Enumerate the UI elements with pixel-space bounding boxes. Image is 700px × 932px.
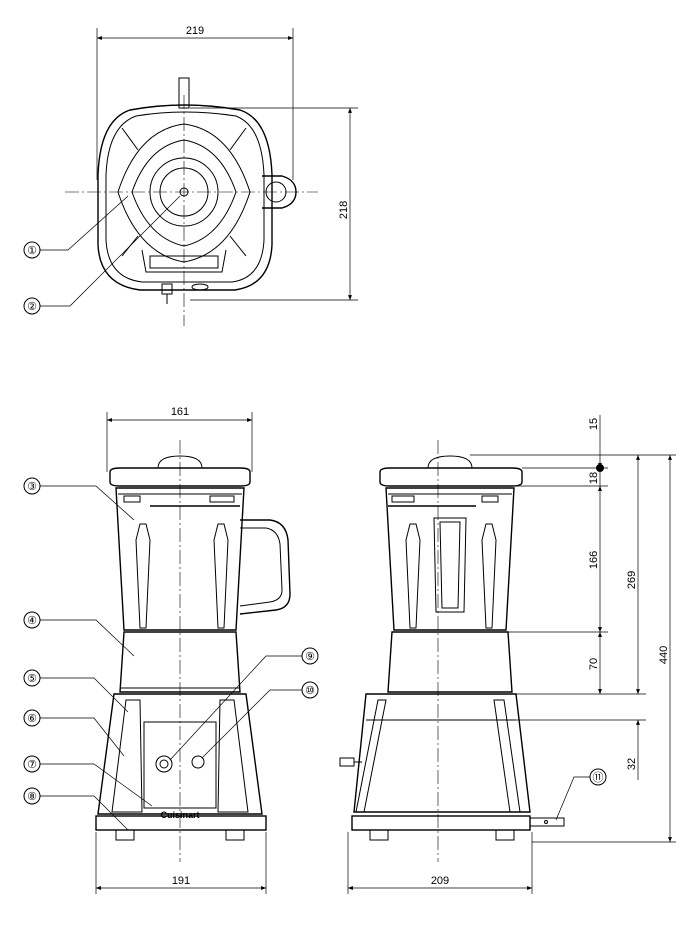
- callout-4: ④: [27, 615, 37, 627]
- brand-label: Cuisinart: [160, 810, 199, 820]
- callout-11: ⑪: [593, 771, 604, 784]
- lid-outline: [117, 123, 251, 263]
- leader-line-8: [40, 795, 129, 831]
- handle-back: [433, 517, 467, 613]
- cap-ring: [149, 157, 219, 227]
- cap-center: [179, 187, 189, 197]
- button: [191, 755, 205, 769]
- base-frame: [97, 693, 263, 815]
- jar-rib: [213, 523, 229, 629]
- leader-line-3: [40, 485, 135, 521]
- dim-lid-height: 15: [588, 418, 600, 430]
- leader-line-10: [201, 689, 302, 759]
- dim-front-width-top: 161: [171, 406, 189, 418]
- tab-line: [229, 235, 247, 257]
- front-view: 161 Cuisinart: [23, 406, 319, 894]
- dim-front-base-width: 191: [172, 875, 190, 887]
- base-leg-right: [217, 699, 249, 813]
- dim-jar-total-height: 269: [626, 571, 638, 589]
- leader-line-2: [40, 195, 181, 307]
- lid: [109, 467, 251, 487]
- rim-mark: [391, 495, 415, 503]
- handle-knob: [265, 181, 287, 203]
- base-plate: [95, 815, 267, 831]
- tab-hole: [544, 820, 548, 824]
- foot: [495, 829, 515, 841]
- top-outline: [97, 104, 273, 291]
- dim-top-depth: 218: [338, 201, 350, 219]
- dim-side-base-depth: 209: [431, 875, 449, 887]
- handle-back-inner: [439, 521, 461, 609]
- leader-line-4: [40, 619, 135, 657]
- lid-inner: [131, 139, 237, 247]
- cord-tab: [529, 817, 565, 827]
- motor-housing: [387, 631, 513, 693]
- front-panel-window: [149, 255, 219, 269]
- dim-jar-height: 166: [588, 551, 600, 569]
- dim-base-height: 32: [626, 758, 638, 770]
- callout-10: ⑩: [305, 685, 315, 697]
- jar-rib: [481, 523, 497, 629]
- rim-mark: [209, 495, 235, 503]
- callout-5: ⑤: [27, 673, 37, 685]
- base-plate: [351, 815, 531, 831]
- base-leg: [355, 699, 387, 813]
- jar: [115, 487, 245, 631]
- callout-2: ②: [27, 301, 37, 313]
- motor-housing: [119, 631, 241, 693]
- dial: [155, 755, 173, 773]
- callout-7: ⑦: [27, 759, 37, 771]
- jar-handle-inner: [239, 527, 283, 607]
- callout-8: ⑧: [27, 791, 37, 803]
- jar-rib: [135, 523, 151, 629]
- jar: [385, 487, 515, 631]
- rim-mark: [481, 495, 499, 503]
- foot: [115, 829, 135, 841]
- foot: [225, 829, 245, 841]
- leader-line-9: [169, 655, 302, 761]
- jar-handle: [239, 519, 291, 615]
- top-inner-outline: [105, 111, 265, 283]
- side-knob: [339, 757, 355, 767]
- side-view: 209 ⑪ 15 18 166 70 269 440 32: [339, 415, 676, 894]
- dim-top-width: 219: [186, 25, 204, 37]
- leader-line-5: [40, 677, 129, 713]
- base-leg-left: [111, 699, 143, 813]
- jar-rib: [405, 523, 421, 629]
- cap: [159, 167, 209, 217]
- callout-9: ⑨: [305, 651, 315, 663]
- callout-1: ①: [27, 245, 37, 257]
- lid: [379, 467, 523, 487]
- base-frame: [353, 693, 531, 813]
- button: [191, 283, 209, 291]
- front-panel: [141, 249, 227, 273]
- dim-rim-height: 18: [588, 472, 600, 484]
- callout-6: ⑥: [27, 713, 37, 725]
- handle-top: [262, 175, 297, 209]
- leader-line-6: [40, 717, 125, 757]
- base-leg: [493, 699, 521, 813]
- rim-mark: [123, 495, 141, 503]
- lid-cap: [157, 455, 203, 469]
- tab-line: [121, 127, 139, 151]
- top-view: 219 218 ①: [23, 25, 358, 326]
- dial-center: [159, 759, 169, 769]
- leader-line-11: [555, 776, 590, 821]
- foot: [369, 829, 389, 841]
- tab-line: [229, 127, 247, 151]
- leader-line-1: [40, 195, 129, 251]
- dial-knob: [161, 283, 173, 295]
- control-panel: [143, 721, 217, 809]
- callout-3: ③: [27, 481, 37, 493]
- dim-motor-height: 70: [588, 658, 600, 670]
- spout-stem: [178, 77, 190, 109]
- leader-line-7: [40, 763, 153, 807]
- dim-overall-height: 440: [658, 646, 670, 664]
- lid-cap: [427, 455, 473, 469]
